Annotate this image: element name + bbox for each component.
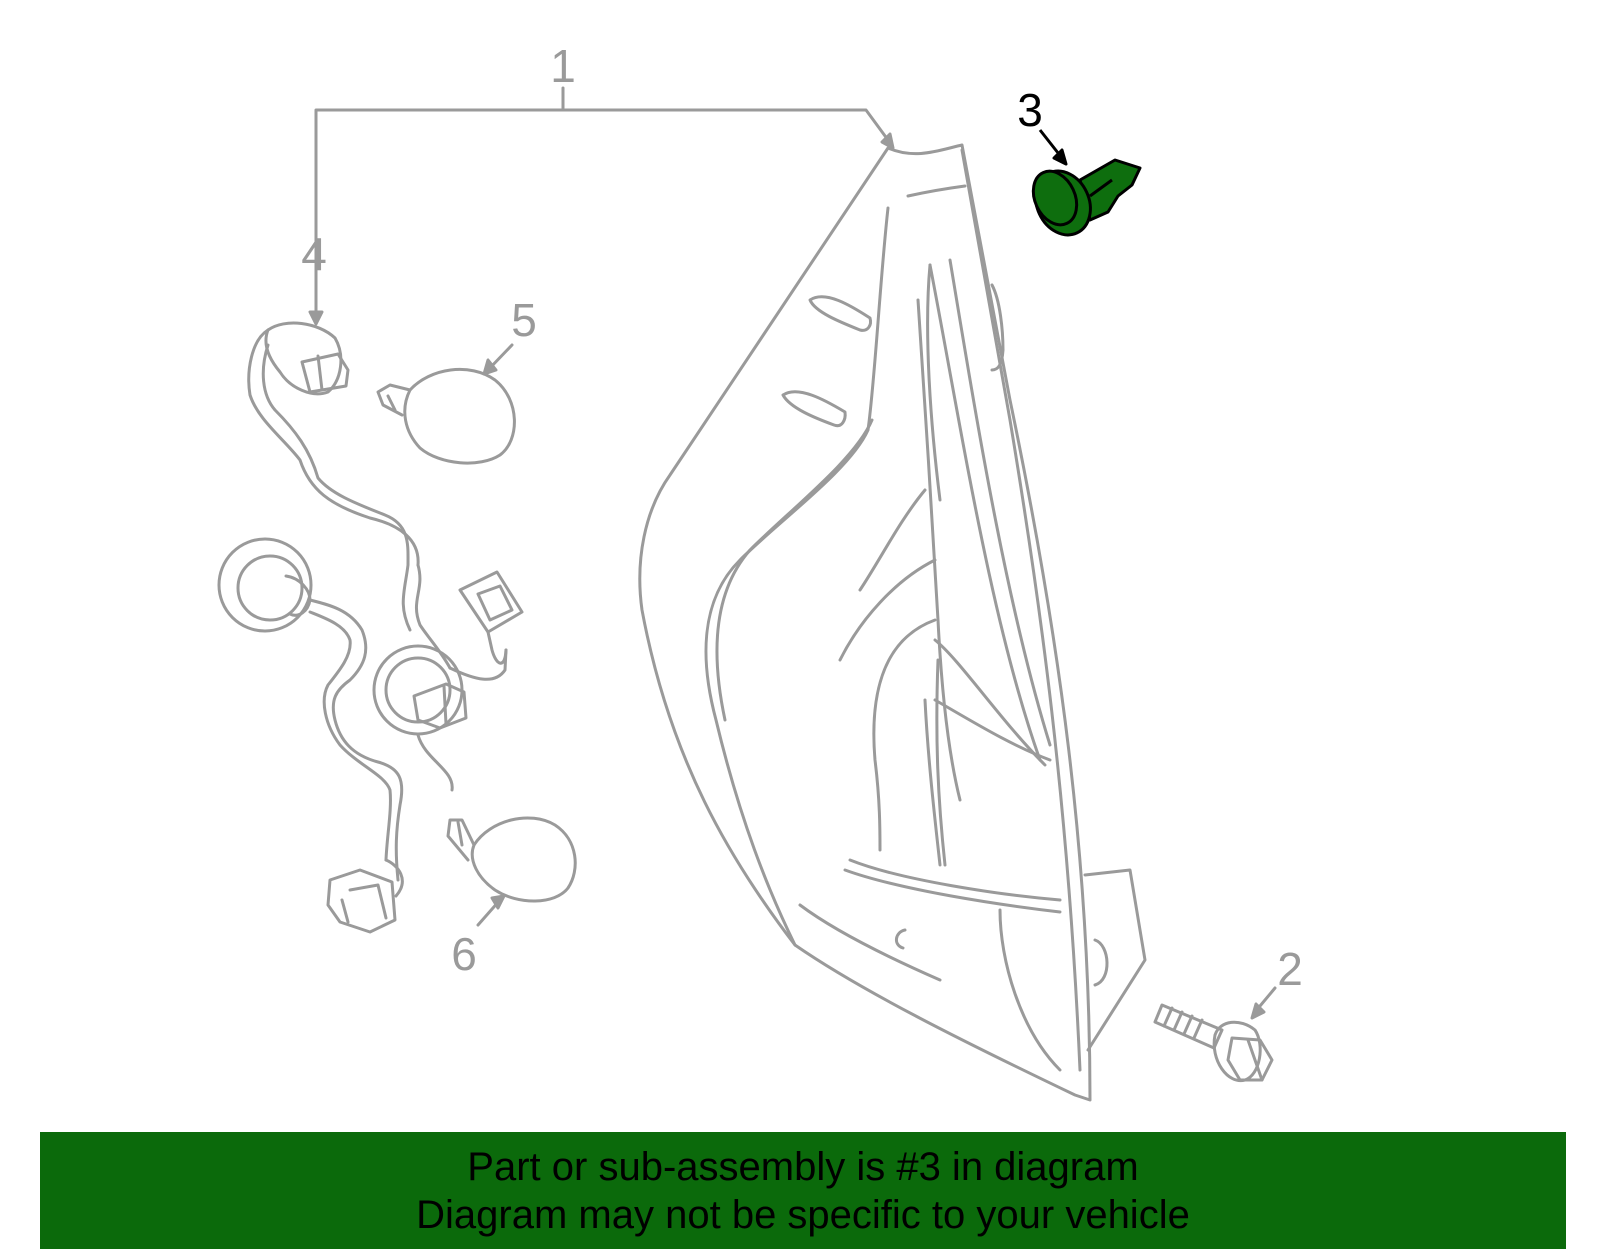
clip-part-3 xyxy=(1031,129,1142,237)
banner-line-2: Diagram may not be specific to your vehi… xyxy=(416,1192,1190,1237)
parts-diagram: 1 2 3 4 5 6 xyxy=(217,40,1303,1102)
callout-2: 2 xyxy=(1277,943,1303,995)
callout-6: 6 xyxy=(451,928,477,980)
tail-lamp-assembly xyxy=(638,143,1147,1102)
info-banner: Part or sub-assembly is #3 in diagram Di… xyxy=(40,1132,1566,1249)
callout-1: 1 xyxy=(550,40,576,92)
callout-3: 3 xyxy=(1017,84,1043,136)
bulb-part-5 xyxy=(376,343,516,465)
bolt-part-2 xyxy=(1153,986,1277,1083)
wire-harness-part-4 xyxy=(217,321,524,934)
callout-1-bracket xyxy=(314,86,895,282)
callout-5: 5 xyxy=(511,294,537,346)
banner-line-1: Part or sub-assembly is #3 in diagram xyxy=(467,1144,1139,1189)
bulb-part-6 xyxy=(446,816,577,927)
callout-4-leader xyxy=(308,276,324,326)
callout-4: 4 xyxy=(301,228,327,280)
